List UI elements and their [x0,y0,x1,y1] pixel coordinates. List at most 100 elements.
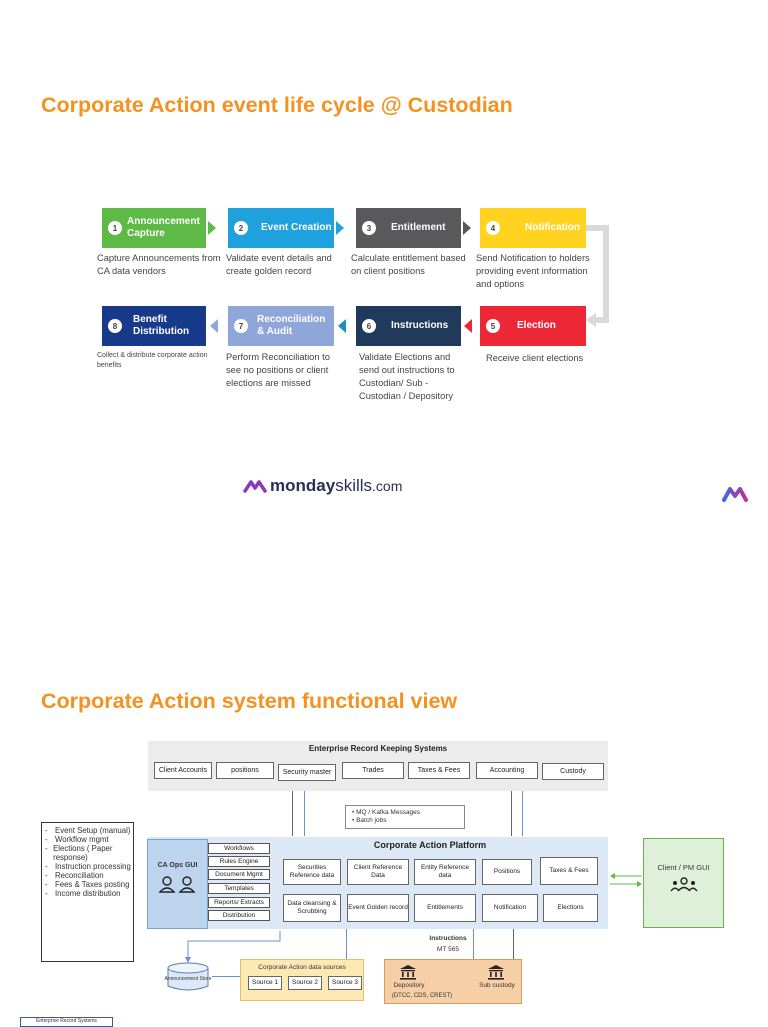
workflow-item: Templates [208,883,270,894]
erks-item: Security master [278,764,336,781]
bank-icon [400,965,416,980]
list-item: -Fees & Taxes posting [45,880,130,889]
bank-icon [488,965,504,980]
connector-line [346,929,347,959]
step-label: Entitlement [391,222,446,233]
list-item: -Elections ( Paper response) [45,844,113,862]
step-number: 3 [362,221,376,235]
logo-tld: .com [372,478,403,494]
platform-module: Positions [482,859,532,885]
step-description: Validate Elections and send out instruct… [359,352,455,401]
announcement-store-label: Announcement Store [164,976,212,982]
workflow-item: Reports/ Extracts [208,897,270,908]
connector-line [304,791,305,836]
message-item: • MQ / Kafka Messages [352,809,421,816]
list-item: -Instruction processing [45,862,131,871]
erks-item: Accounting [476,762,538,779]
platform-module: Notification [482,894,538,922]
message-item: • Batch jobs [352,817,387,824]
step-benefit-distribution: 8 Benefit Distribution [102,306,206,346]
step-entitlement: 3 Entitlement [356,208,461,248]
step-number: 4 [486,221,500,235]
step-label: Announcement Capture [127,216,200,239]
logo-brand: monday [270,476,336,495]
step-description: Validate event details and create golden… [226,253,332,276]
platform-module: Data cleansing & Scrubbing [283,894,341,922]
arrow-right-icon [463,221,471,235]
step-description: Capture Announcements from CA data vendo… [97,253,221,276]
step-announcement-capture: 1 Announcement Capture [102,208,206,248]
connector-line [212,976,240,977]
erks-item: Custody [542,763,604,780]
messages-box: • MQ / Kafka Messages • Batch jobs [345,805,465,829]
ca-ops-label: CA Ops GUI [157,862,198,869]
connector-line [292,791,293,836]
client-users-icon [669,877,698,892]
step-number: 8 [108,319,122,333]
workflow-item: Distribution [208,910,270,921]
arrow-left-icon [210,319,218,333]
workflow-item: Document Mgmt [208,869,270,880]
function-list: -Event Setup (manual) -Workflow mgmt -El… [41,822,134,962]
store-connector-icon [185,931,281,963]
step-description: Calculate entitlement based on client po… [351,253,466,276]
platform-module: Elections [543,894,598,922]
erks-item: Taxes & Fees [408,762,470,779]
sources-title: Corporate Action data sources [258,964,346,971]
arrow-right-icon [336,221,344,235]
mondayskills-logo: monday skills .com [242,476,402,496]
client-gui-label: Client / PM GUI [657,863,710,872]
workflow-item: Workflows [208,843,270,854]
platform-module: Taxes & Fees [540,857,598,885]
connector-line [511,791,512,836]
client-arrows-icon [610,873,642,887]
logo-suffix: skills [335,476,373,495]
step-number: 7 [234,319,248,333]
step-election: 5 Election [480,306,586,346]
erks-item: Client Accounts [154,762,212,779]
step-reconciliation-audit: 7 Reconciliation & Audit [228,306,334,346]
step-number: 5 [486,319,500,333]
step-description: Perform Reconciliation to see no positio… [226,352,330,388]
list-item: -Reconciliation [45,871,104,880]
monday-logo-icon [243,480,267,493]
page-title-functional-view: Corporate Action system functional view [41,689,458,713]
platform-module: Event Golden record [347,894,409,922]
arrow-left-icon [338,319,346,333]
list-item: -Workflow mgmt [45,835,109,844]
client-pm-gui: Client / PM GUI [643,838,724,928]
page-title-lifecycle: Corporate Action event life cycle @ Cust… [41,93,513,117]
platform-module: Client Reference Data [347,859,409,885]
source-item: Source 3 [328,976,362,990]
erks-title: Enterprise Record Keeping Systems [308,744,448,753]
arrow-right-icon [208,221,216,235]
step-label: Event Creation [261,222,332,233]
step-instructions: 6 Instructions [356,306,461,346]
instructions-label: Instructions [429,935,467,942]
step-number: 1 [108,221,122,235]
list-item: -Income distribution [45,889,121,898]
step-label: Notification [525,222,580,233]
source-item: Source 2 [288,976,322,990]
connector-line [473,929,474,959]
platform-module: Entity Reference data [414,859,476,885]
depository-label: Depository [393,982,425,989]
connector-arrow-icon [586,225,609,327]
bottom-caption: Enterprise Record Systems [20,1017,113,1027]
ca-ops-gui: CA Ops GUI [147,839,208,929]
step-label: Reconciliation & Audit [257,314,326,337]
workflow-item: Rules Engine [208,856,270,867]
step-label: Instructions [391,320,449,331]
users-icon [157,876,196,893]
step-description: Collect & distribute corporate action be… [97,352,208,369]
platform-title: Corporate Action Platform [373,840,487,850]
sub-custody-label: Sub custody [479,982,515,989]
arrow-left-icon [464,319,472,333]
platform-module: Securities Reference data [283,859,341,885]
source-item: Source 1 [248,976,282,990]
platform-module: Entitlements [414,894,476,922]
depository-sub: (DTCC, CDS, CREST) [391,993,453,999]
erks-item: positions [216,762,274,779]
step-event-creation: 2 Event Creation [228,208,334,248]
step-notification: 4 Notification [480,208,586,248]
